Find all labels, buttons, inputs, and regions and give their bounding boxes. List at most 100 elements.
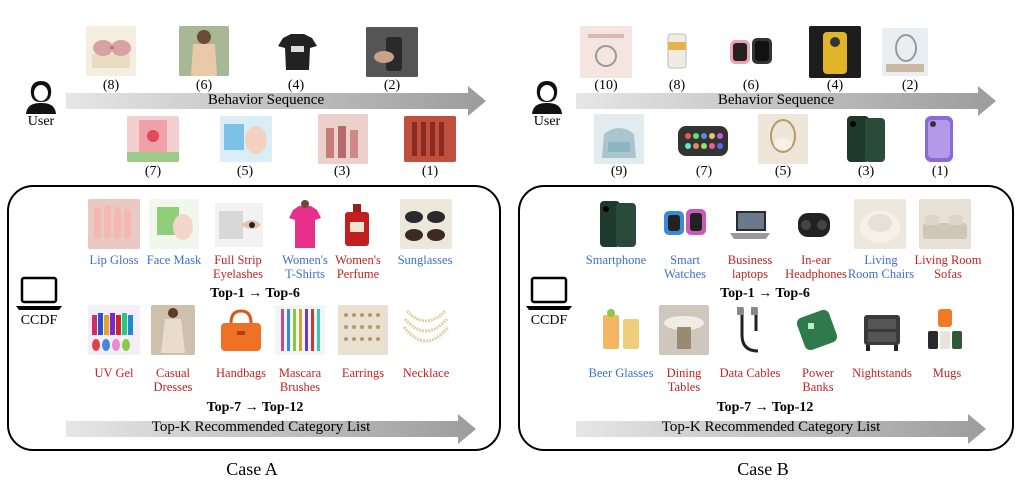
category-image xyxy=(215,203,263,247)
category-image xyxy=(597,305,645,355)
recommendation-box xyxy=(7,185,501,451)
behavior-item-image xyxy=(841,114,891,164)
behavior-item-image xyxy=(127,116,179,162)
behavior-item-image xyxy=(919,114,959,164)
behavior-item-image xyxy=(275,30,320,74)
sequence-rank: (8) xyxy=(102,78,120,93)
behavior-item-image xyxy=(404,116,456,162)
recommendation-box xyxy=(518,185,1014,451)
category-image xyxy=(788,205,840,245)
user-icon xyxy=(26,81,56,114)
top-range-1: Top-1 → Top-6 xyxy=(210,286,300,301)
behavior-item-image xyxy=(660,28,694,74)
behavior-item-image xyxy=(594,114,644,164)
sequence-rank: (9) xyxy=(610,164,628,179)
sequence-rank: (2) xyxy=(901,78,919,93)
top-range-2: Top-7 → Top-12 xyxy=(206,400,304,415)
behavior-item-image xyxy=(366,27,418,77)
recommendation-arrow xyxy=(576,414,986,444)
category-label: Nightstands xyxy=(852,366,912,380)
behavior-sequence-label: Behavior Sequence xyxy=(717,92,835,108)
category-image xyxy=(660,201,710,247)
category-label: Women's Perfume xyxy=(335,253,381,281)
category-image xyxy=(339,200,375,250)
behavior-item-image xyxy=(86,26,136,76)
category-label: UV Gel xyxy=(94,366,134,380)
behavior-item-image xyxy=(318,114,368,164)
behavior-item-image xyxy=(220,116,272,162)
top-range-2: Top-7 → Top-12 xyxy=(716,400,814,415)
category-label: Earrings xyxy=(341,366,385,380)
behavior-sequence-arrow xyxy=(66,86,486,116)
sequence-rank: (5) xyxy=(236,164,254,179)
category-label: Mascara Brushes xyxy=(278,366,322,394)
category-label: In-ear Headphones xyxy=(785,253,847,281)
behavior-item-image xyxy=(758,114,808,164)
recommendation-list-label: Top-K Recommended Category List xyxy=(151,419,371,435)
user-label: User xyxy=(27,114,55,129)
category-label: Full Strip Eyelashes xyxy=(213,253,263,281)
category-label: Data Cables xyxy=(719,366,781,380)
category-image xyxy=(88,199,140,249)
category-label: Beer Glasses xyxy=(588,366,654,380)
category-label: Smartphone xyxy=(585,253,647,267)
user-label: User xyxy=(533,114,561,129)
behavior-item-image xyxy=(809,26,861,78)
category-image xyxy=(215,305,267,355)
recommendation-arrow xyxy=(66,414,476,444)
category-label: Casual Dresses xyxy=(153,366,193,394)
behavior-item-image xyxy=(674,122,732,160)
sequence-rank: (8) xyxy=(668,78,686,93)
category-image xyxy=(659,305,709,355)
category-image xyxy=(794,305,840,355)
behavior-sequence-arrow xyxy=(576,86,996,116)
category-image xyxy=(596,199,640,249)
sequence-rank: (6) xyxy=(742,78,760,93)
category-image xyxy=(88,305,140,355)
behavior-item-image xyxy=(580,26,632,78)
case-caption: Case B xyxy=(737,459,789,479)
category-label: Lip Gloss xyxy=(89,253,139,267)
sequence-rank: (5) xyxy=(774,164,792,179)
case-caption: Case A xyxy=(226,459,278,479)
behavior-item-image xyxy=(726,30,776,74)
sequence-rank: (7) xyxy=(695,164,713,179)
category-image xyxy=(151,305,195,355)
top-range-1: Top-1 → Top-6 xyxy=(720,286,810,301)
category-label: Dining Tables xyxy=(666,366,702,394)
category-label: Necklace xyxy=(402,366,450,380)
category-image xyxy=(287,200,323,250)
behavior-item-image xyxy=(882,28,928,76)
sequence-rank: (3) xyxy=(857,164,875,179)
behavior-sequence-label: Behavior Sequence xyxy=(207,92,325,108)
category-image xyxy=(858,305,906,355)
sequence-rank: (2) xyxy=(383,78,401,93)
category-label: Living Room Sofas xyxy=(914,253,982,281)
sequence-rank: (4) xyxy=(287,78,305,93)
category-label: Handbags xyxy=(216,366,266,380)
category-image xyxy=(401,305,451,355)
sequence-rank: (7) xyxy=(144,164,162,179)
behavior-item-image xyxy=(179,26,229,76)
case-a-panel: User (8) (6) (4) (2) Behavior Sequence (… xyxy=(0,0,506,488)
category-image xyxy=(726,205,774,245)
category-label: Smart Watches xyxy=(663,253,707,281)
category-image xyxy=(919,199,971,249)
category-label: Sunglasses xyxy=(397,253,453,267)
laptop-icon xyxy=(16,276,62,310)
category-label: Living Room Chairs xyxy=(847,253,915,281)
ccdf-label: CCDF xyxy=(20,313,58,328)
category-image xyxy=(149,199,199,249)
sequence-rank: (6) xyxy=(195,78,213,93)
user-icon xyxy=(532,81,562,114)
category-label: Face Mask xyxy=(146,253,202,267)
sequence-rank: (4) xyxy=(826,78,844,93)
recommendation-list-label: Top-K Recommended Category List xyxy=(661,419,881,435)
category-label: Women's T-Shirts xyxy=(282,253,328,281)
category-label: Business laptops xyxy=(727,253,773,281)
ccdf-label: CCDF xyxy=(530,313,568,328)
category-image xyxy=(854,199,906,249)
laptop-icon xyxy=(526,276,572,310)
category-label: Mugs xyxy=(932,366,962,380)
sequence-rank: (10) xyxy=(594,78,618,93)
